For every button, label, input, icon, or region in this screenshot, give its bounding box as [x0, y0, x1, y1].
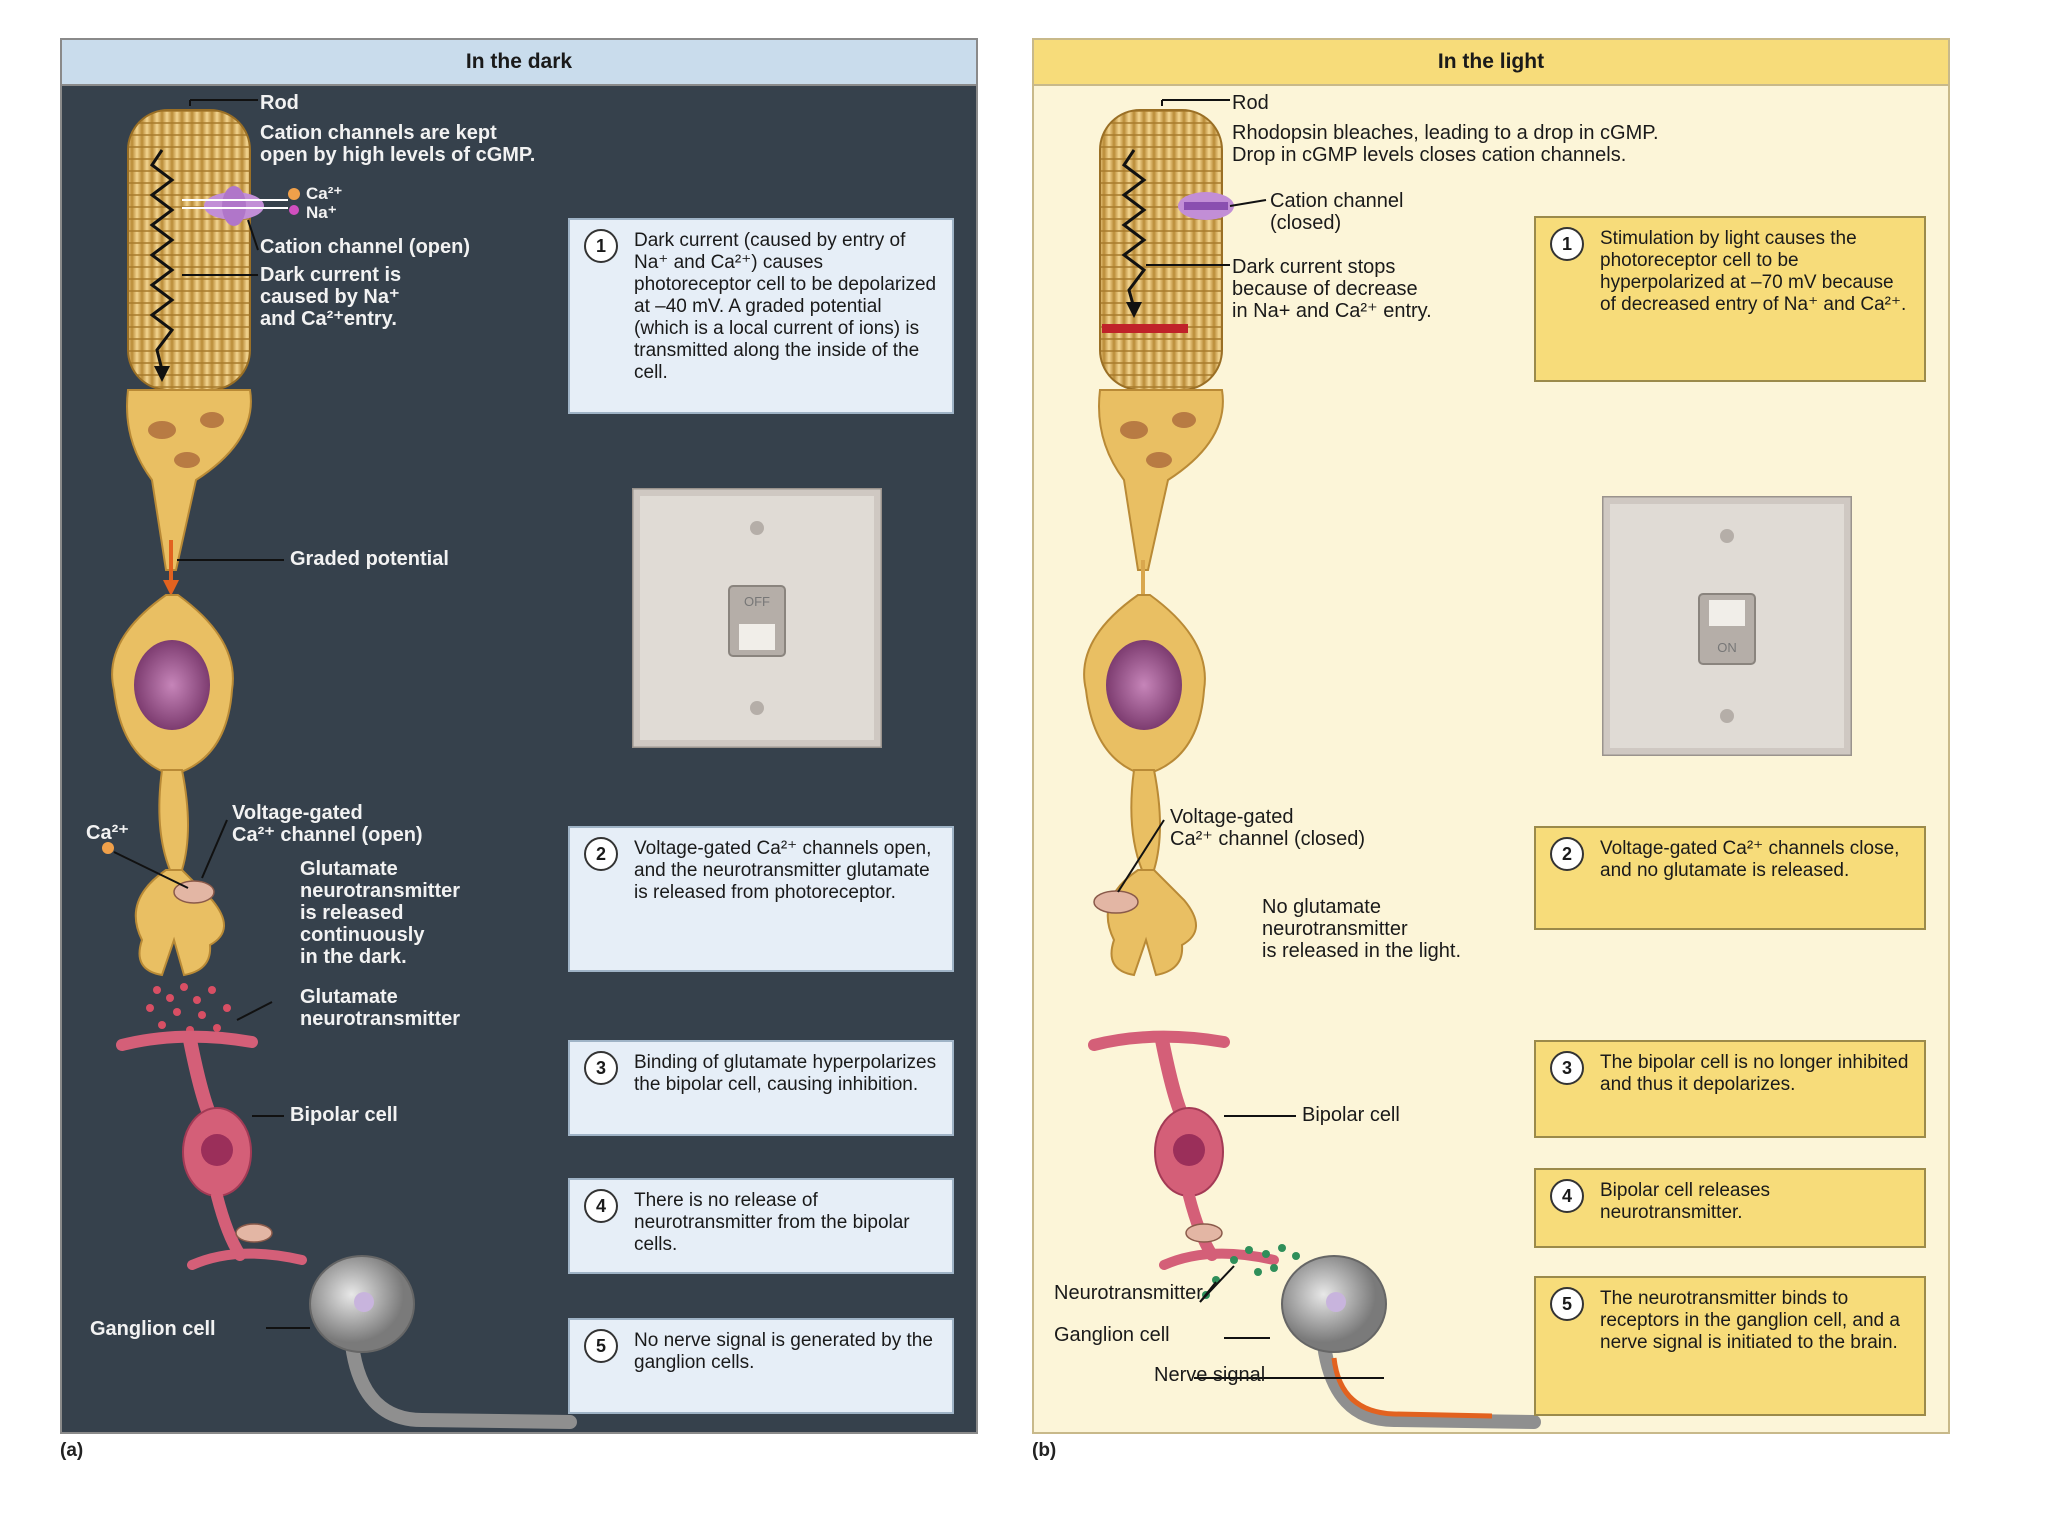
ganglion-cell — [309, 1255, 577, 1429]
dark-step-2: 2 Voltage-gated Ca²⁺ channels open, and … — [568, 826, 954, 972]
dark-current-zigzag — [1121, 149, 1147, 309]
dark-step-1: 1 Dark current (caused by entry of Na⁺ a… — [568, 218, 954, 414]
ganglion-cell — [1281, 1255, 1541, 1429]
voltage-gated-channel-open-icon — [102, 842, 215, 904]
no-glutamate-label: No glutamate neurotransmitter is release… — [1262, 896, 1462, 962]
ganglion-cell-label: Ganglion cell — [90, 1318, 216, 1340]
panel-title: In the light — [1034, 40, 1948, 86]
rod-description: Rhodopsin bleaches, leading to a drop in… — [1232, 122, 1659, 166]
step-text: The neurotransmitter binds to receptors … — [1600, 1288, 1900, 1353]
rod-label: Rod — [1232, 92, 1269, 114]
step-number: 2 — [584, 837, 618, 871]
dark-step-3: 3 Binding of glutamate hyperpolarizes th… — [568, 1040, 954, 1136]
dark-current-label: Dark current stops because of decrease i… — [1232, 256, 1432, 322]
switch-off-text: OFF — [744, 594, 770, 609]
step-number: 5 — [584, 1329, 618, 1363]
glutamate-vesicles — [146, 983, 231, 1034]
light-step-2: 2 Voltage-gated Ca²⁺ channels close, and… — [1534, 826, 1926, 930]
step-text: Dark current (caused by entry of Na⁺ and… — [634, 230, 937, 383]
nerve-signal-label: Nerve signal — [1154, 1364, 1266, 1386]
glutamate-released-label: Glutamate neurotransmitter is released c… — [300, 858, 461, 968]
light-switch-on: ON — [1600, 494, 1854, 761]
bipolar-cell-label: Bipolar cell — [290, 1104, 398, 1126]
voltage-gated-channel-closed-icon — [1093, 890, 1139, 914]
dark-step-5: 5 No nerve signal is generated by the ga… — [568, 1318, 954, 1414]
rod-inner-segment — [126, 389, 252, 571]
rod-description: Cation channels are kept open by high le… — [260, 122, 536, 166]
light-step-3: 3 The bipolar cell is no longer inhibite… — [1534, 1040, 1926, 1138]
light-step-5: 5 The neurotransmitter binds to receptor… — [1534, 1276, 1926, 1416]
rod-outer-segment — [127, 109, 251, 391]
step-text: Stimulation by light causes the photorec… — [1600, 228, 1907, 315]
cation-channel-closed-icon — [1178, 192, 1234, 220]
light-leader-lines — [1117, 99, 1384, 1379]
panel-title: In the dark — [62, 40, 976, 86]
vgcc-label: Voltage-gated Ca²⁺ channel (open) — [232, 802, 423, 846]
neurotransmitter-label: Neurotransmitter — [1054, 1282, 1203, 1304]
light-step-4: 4 Bipolar cell releases neurotransmitter… — [1534, 1168, 1926, 1248]
ion-ca-label: Ca²⁺ — [306, 184, 343, 203]
step-number: 4 — [1550, 1179, 1584, 1213]
light-step-1: 1 Stimulation by light causes the photor… — [1534, 216, 1926, 382]
rod-nucleus — [134, 640, 210, 730]
bipolar-cell-label: Bipolar cell — [1302, 1104, 1400, 1126]
step-number: 2 — [1550, 837, 1584, 871]
panel-in-the-light: In the light Rod Rhodopsin bleaches, lea… — [1032, 38, 1950, 1434]
cation-channel-label: Cation channel (open) — [260, 236, 470, 258]
bipolar-cell — [1088, 1030, 1279, 1270]
light-switch-off: OFF — [630, 486, 884, 753]
switch-on-text: ON — [1717, 640, 1737, 655]
step-text: Voltage-gated Ca²⁺ channels open, and th… — [634, 838, 932, 903]
dark-illustration — [102, 99, 577, 1429]
current-blocked-bar — [1102, 324, 1188, 333]
ganglion-cell-label: Ganglion cell — [1054, 1324, 1170, 1346]
light-illustration — [1083, 99, 1541, 1429]
panel-in-the-dark: In the dark Rod Cation channels are kept… — [60, 38, 978, 1434]
rod-outer-segment — [1099, 109, 1223, 391]
cation-channel-open-icon — [182, 186, 300, 226]
dark-current-label: Dark current is caused by Na⁺ and Ca²⁺en… — [260, 264, 402, 330]
step-text: No nerve signal is generated by the gang… — [634, 1330, 933, 1373]
step-number: 3 — [1550, 1051, 1584, 1085]
step-number: 4 — [584, 1189, 618, 1223]
panel-b-label: (b) — [1032, 1440, 1057, 1461]
step-text: Binding of glutamate hyperpolarizes the … — [634, 1052, 937, 1095]
ion-na-label: Na⁺ — [306, 203, 337, 222]
step-number: 5 — [1550, 1287, 1584, 1321]
step-number: 1 — [1550, 227, 1584, 261]
graded-potential-label: Graded potential — [290, 548, 449, 570]
step-text: Voltage-gated Ca²⁺ channels close, and n… — [1600, 838, 1900, 881]
step-number: 3 — [584, 1051, 618, 1085]
rod-label: Rod — [260, 92, 299, 114]
vgcc-label: Voltage-gated Ca²⁺ channel (closed) — [1170, 806, 1366, 850]
rod-nucleus — [1106, 640, 1182, 730]
ca-outside-label: Ca²⁺ — [86, 822, 129, 844]
panel-a-label: (a) — [60, 1440, 84, 1461]
step-number: 1 — [584, 229, 618, 263]
step-text: The bipolar cell is no longer inhibited … — [1600, 1052, 1909, 1095]
glutamate-label: Glutamate neurotransmitter — [300, 986, 461, 1030]
dark-current-zigzag — [149, 149, 175, 371]
bipolar-cell — [116, 1030, 307, 1270]
step-text: Bipolar cell releases neurotransmitter. — [1600, 1180, 1771, 1223]
neurotransmitter-dots — [1202, 1244, 1300, 1299]
cation-channel-label: Cation channel (closed) — [1270, 190, 1404, 234]
dark-leader-lines — [182, 99, 310, 1329]
dark-step-4: 4 There is no release of neurotransmitte… — [568, 1178, 954, 1274]
step-text: There is no release of neurotransmitter … — [634, 1190, 910, 1255]
